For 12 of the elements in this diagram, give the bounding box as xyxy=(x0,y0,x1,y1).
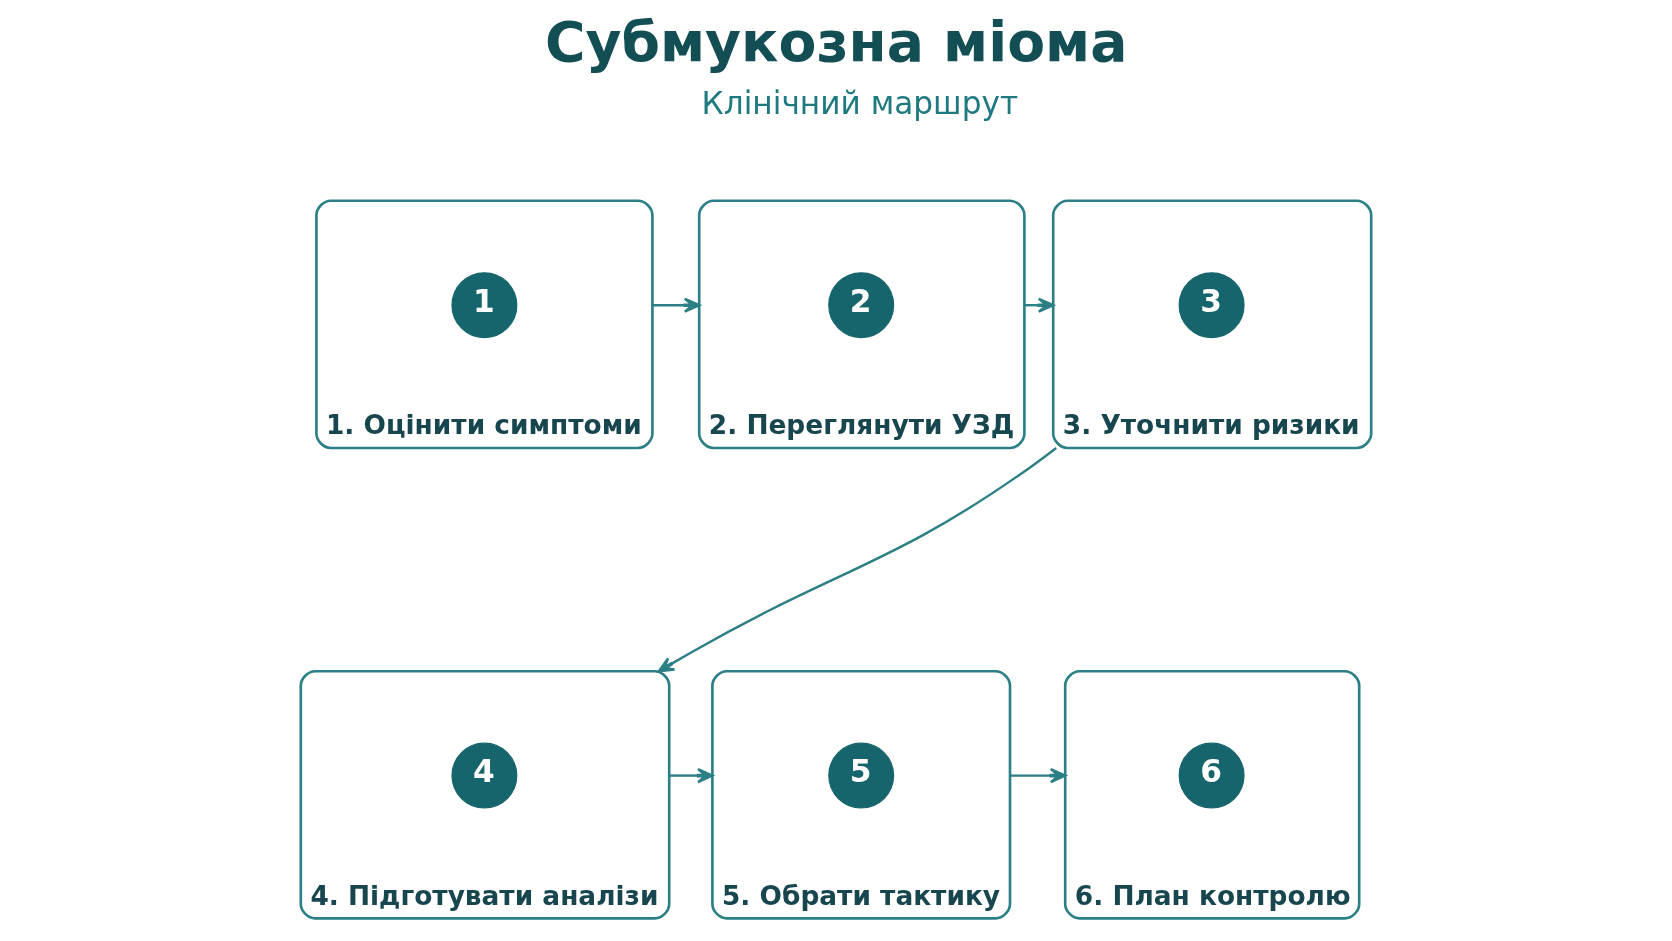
node-circle: 3 xyxy=(1178,272,1245,339)
label: Клінічний маршрут xyxy=(701,84,1019,121)
node-circle: 6 xyxy=(1178,742,1245,809)
arrow xyxy=(652,297,701,313)
arrow xyxy=(1010,767,1067,784)
arrow xyxy=(669,767,714,784)
diagram-title: Субмукозна міома xyxy=(545,9,1128,74)
node-circle: 4 xyxy=(451,742,518,809)
node-circle: 5 xyxy=(828,742,895,809)
node-circle: 2 xyxy=(828,272,895,339)
arrow xyxy=(657,447,1057,673)
node-circle: 1 xyxy=(451,272,518,339)
